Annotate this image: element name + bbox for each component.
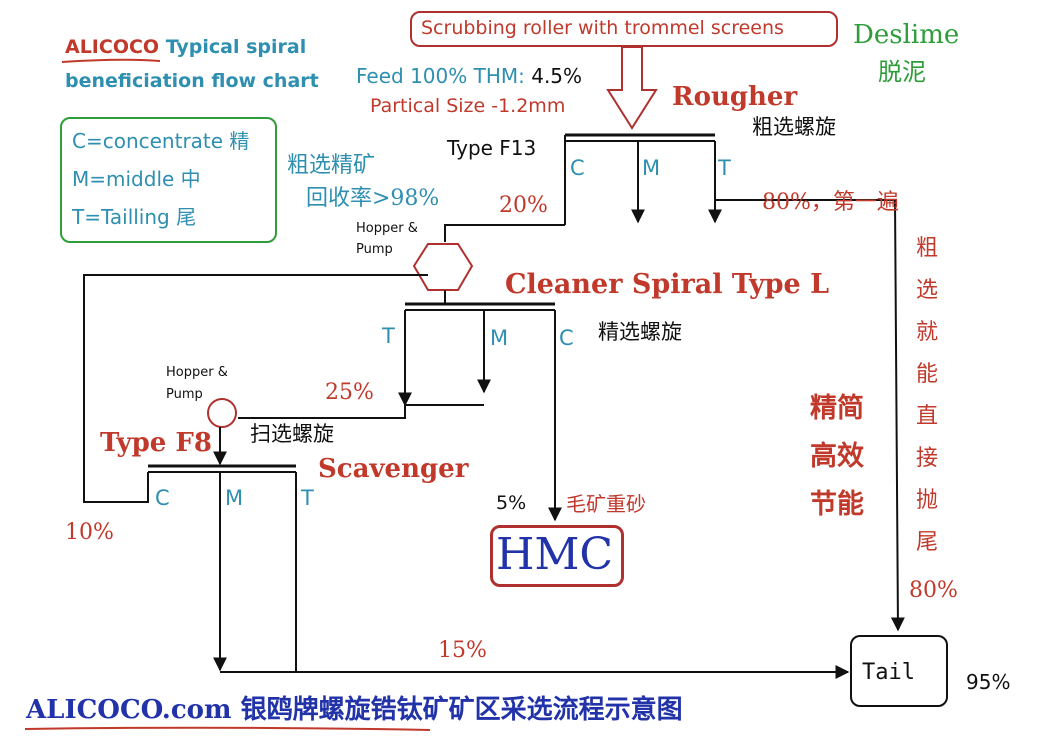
rougher-pct-vertical: 80% [909,578,958,603]
feed-box [410,11,838,47]
rougher-pct-c: 20% [499,193,548,218]
tail-pct: 95% [966,670,1011,694]
rougher-recovery-line1: 粗选精矿 [287,153,376,178]
feed-label: Feed 100% THM: [356,64,532,88]
header-title-line2: beneficiation flow chart [65,70,319,92]
feed-arrow [606,46,658,130]
feed-box-label: Scrubbing roller with trommel screens [421,17,784,39]
cleaner-pct-c: 5% [496,492,527,514]
rougher-vertical-note: 粗选就能直接抛尾 [915,236,938,555]
cleaner-cn: 精选螺旋 [598,320,682,344]
feed-thm-value: 4.5% [531,64,583,88]
footer-brand: ALICOCO.com [26,695,232,725]
legend-t: T=Tailling 尾 [72,205,197,229]
slogan-line-1: 精简 [810,393,864,424]
scavenger-pct-t: 15% [438,638,487,663]
hopper-hexagon [412,243,474,291]
hopper-2-label: Hopper & Pump [166,365,228,402]
scavenger-c: C [155,486,170,510]
tail-box [850,635,948,707]
slogan-line-3: 节能 [810,489,864,520]
deslime-cn: 脱泥 [878,58,926,86]
scavenger-pct-c: 10% [65,520,114,545]
footer-cn: 银鸥牌螺旋锆钛矿矿区采选流程示意图 [231,695,683,725]
rougher-pct-t: 80%，第一遍 [762,190,899,215]
rougher-label: Rougher [672,82,798,112]
rougher-type: Type F13 [447,136,537,160]
footer-title: ALICOCO.com 银鸥牌螺旋锆钛矿矿区采选流程示意图 [26,697,683,723]
scavenger-m: M [225,486,244,510]
scavenger-t: T [301,486,314,510]
cleaner-label: Cleaner Spiral Type L [505,269,830,300]
feed-size: Partical Size -1.2mm [370,95,566,117]
tail-label: Tail [862,660,915,685]
hopper-1-label: Hopper & Pump [356,221,418,257]
hmc-box [490,525,624,587]
hopper-circle [207,398,237,428]
cleaner-c: C [559,326,574,350]
cleaner-m: M [490,326,509,350]
header-title: ALICOCO Typical spiral [65,38,306,57]
cleaner-pct: 25% [325,380,374,405]
rougher-t: T [718,156,731,180]
header-title-rest: Typical spiral [159,36,307,58]
hmc-label: HMC [496,529,614,580]
rougher-recovery-line2: 回收率>98% [306,186,440,211]
cleaner-t: T [382,324,395,348]
header-brand: ALICOCO [65,36,160,58]
rougher-cn: 粗选螺旋 [752,115,836,139]
rougher-c: C [570,156,585,180]
slogan-line-2: 高效 [810,441,864,472]
rougher-m: M [642,156,661,180]
scavenger-label: Scavenger [318,454,469,484]
legend-c: C=concentrate 精 [72,129,250,153]
legend-m: M=middle 中 [72,167,201,191]
feed-line: Feed 100% THM: 4.5% [356,66,582,86]
deslime-en: Deslime [853,20,960,50]
scavenger-cn: 扫选螺旋 [250,422,334,446]
hmc-cn: 毛矿重砂 [566,492,646,516]
legend-box [60,117,277,243]
scavenger-type: Type F8 [100,428,212,458]
